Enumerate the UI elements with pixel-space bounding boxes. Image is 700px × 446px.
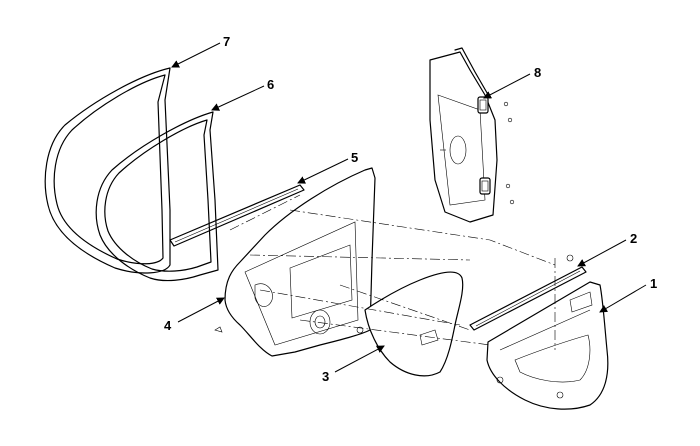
door-hinge-lower [479,177,515,205]
door-hinge-upper [477,96,513,123]
door-weatherstrip-outer [44,67,171,274]
door-sealing-cover [364,271,464,377]
callout-3: 3 [322,369,329,384]
callout-7: 7 [223,34,230,49]
callout-2: 2 [630,231,637,246]
callout-5: 5 [351,150,358,165]
belt-inside-weatherstrip [169,184,305,247]
callout-6: 6 [267,77,274,92]
door-trim-panel [486,281,609,410]
door-weatherstrip-inner [95,111,219,282]
callout-8: 8 [534,65,541,80]
belt-outside-weatherstrip [469,266,587,331]
door-frame-body [429,47,498,223]
callout-4: 4 [164,318,172,333]
callout-1: 1 [650,276,657,291]
door-inner-panel [214,167,376,357]
assembly-alignment-lines [229,194,574,350]
callout-leaders [171,42,647,373]
